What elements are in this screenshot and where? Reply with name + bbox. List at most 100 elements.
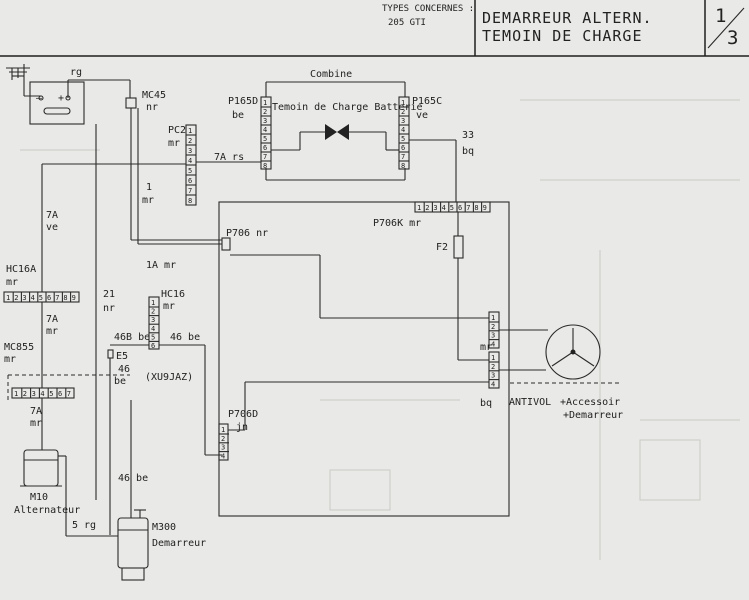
label-p706d: P706D <box>228 409 258 420</box>
connector-pin: 3 <box>22 294 26 302</box>
label-w33-color: bq <box>462 146 474 157</box>
label-w46: 46 <box>118 364 130 375</box>
connector-pin: 8 <box>263 162 267 170</box>
label-demarreur-plus: +Demarreur <box>563 410 623 421</box>
connector-pin: 5 <box>401 135 405 143</box>
connector-pin: 3 <box>401 117 405 125</box>
label-m300: M300 <box>152 522 176 533</box>
label-bq-right: bq <box>480 398 492 409</box>
connector-pin: 3 <box>433 204 437 212</box>
label-w7a-mid: 7A <box>46 314 58 325</box>
connector-pin: 6 <box>58 390 62 398</box>
connector-pin: 5 <box>188 167 192 175</box>
label-hc16a-color: mr <box>6 277 18 288</box>
label-mc855-color: mr <box>4 354 16 365</box>
label-mr-right: mr <box>480 342 492 353</box>
label-combine: Combine <box>310 69 352 80</box>
label-demarreur: Demarreur <box>152 538 206 549</box>
connector-pin: 2 <box>221 435 225 443</box>
svg-text:+: + <box>58 93 64 104</box>
label-hc16a: HC16A <box>6 264 36 275</box>
charge-lamp-icon <box>271 124 399 151</box>
connector-pin: 8 <box>188 197 192 205</box>
label-p165d-color: be <box>232 110 244 121</box>
connector-pin: 2 <box>14 294 18 302</box>
connector-pin: 4 <box>188 157 192 165</box>
connector-pin: 1 <box>263 99 267 107</box>
connector-pin: 9 <box>72 294 76 302</box>
connector-pin: 5 <box>151 333 155 341</box>
label-w7a-left: 7A <box>46 210 58 221</box>
connector-pin: 5 <box>450 204 454 212</box>
connector-pin: 2 <box>425 204 429 212</box>
label-w46-be-a: 46 be <box>170 332 200 343</box>
connector-pin: 2 <box>263 108 267 116</box>
label-w46-be-low: 46 be <box>118 473 148 484</box>
connector-pin: 6 <box>47 294 51 302</box>
connector-pin: 1 <box>6 294 10 302</box>
connector-pin: 1 <box>491 314 495 322</box>
connector-pin: 1 <box>221 426 225 434</box>
fuse-f2: F2 <box>436 212 489 361</box>
connector-pin: 4 <box>263 126 267 134</box>
label-hc16-color: mr <box>163 301 175 312</box>
label-alternateur: Alternateur <box>14 505 80 516</box>
connector-pin: 2 <box>188 137 192 145</box>
battery: – + rg <box>6 64 85 125</box>
label-p706d-color: jn <box>236 422 248 433</box>
label-w1-color: mr <box>142 195 154 206</box>
module-box <box>218 201 510 517</box>
ignition-switch-icon <box>545 324 601 380</box>
label-w46-color: be <box>114 376 126 387</box>
label-w7a-rs: 7A rs <box>214 152 244 163</box>
connector-pin: 2 <box>401 108 405 116</box>
connector-pin: 4 <box>31 294 35 302</box>
connector-pin: 1 <box>401 99 405 107</box>
connector-pin: 4 <box>151 325 155 333</box>
label-e5: E5 <box>116 351 128 362</box>
label-hc16: HC16 <box>161 289 185 300</box>
connector-pin: 4 <box>491 380 495 388</box>
title-line1: DEMARREUR ALTERN. <box>482 9 653 27</box>
page-den: 3 <box>727 27 738 49</box>
connector-pin: 7 <box>263 153 267 161</box>
connector-pin: 4 <box>221 452 225 460</box>
label-w7a-left-color: ve <box>46 222 58 233</box>
connector-pin: 2 <box>23 390 27 398</box>
label-p706k: P706K mr <box>373 218 421 229</box>
connector-pin: 3 <box>151 316 155 324</box>
label-p706: P706 nr <box>226 228 268 239</box>
connector-pin: 3 <box>188 147 192 155</box>
label-w33: 33 <box>462 130 474 141</box>
label-mc45: MC45 <box>142 90 166 101</box>
connector-pin: 8 <box>474 204 478 212</box>
label-rg: rg <box>70 67 82 78</box>
label-p165c: P165C <box>412 96 442 107</box>
label-m10: M10 <box>30 492 48 503</box>
connector-pin: 1 <box>151 299 155 307</box>
connector-pin: 1 <box>491 354 495 362</box>
connector-pin: 2 <box>491 363 495 371</box>
connector-pin: 6 <box>151 342 155 350</box>
starter-m300: M300 Demarreur <box>117 509 206 581</box>
connector-pin: 3 <box>263 117 267 125</box>
label-mc855: MC855 <box>4 342 34 353</box>
connector-pin: 2 <box>151 308 155 316</box>
connector-pin: 6 <box>188 177 192 185</box>
label-pc2-color: mr <box>168 138 180 149</box>
connector-p706: P706 nr <box>221 228 268 251</box>
connector-pin: 4 <box>491 340 495 348</box>
title-line2: TEMOIN DE CHARGE <box>482 27 643 45</box>
connector-pin: 4 <box>40 390 44 398</box>
label-w7a-low-color: mr <box>30 418 42 429</box>
label-pc2: PC2 <box>168 125 186 136</box>
connector-pin: 7 <box>55 294 59 302</box>
connector-pin: 3 <box>221 444 225 452</box>
